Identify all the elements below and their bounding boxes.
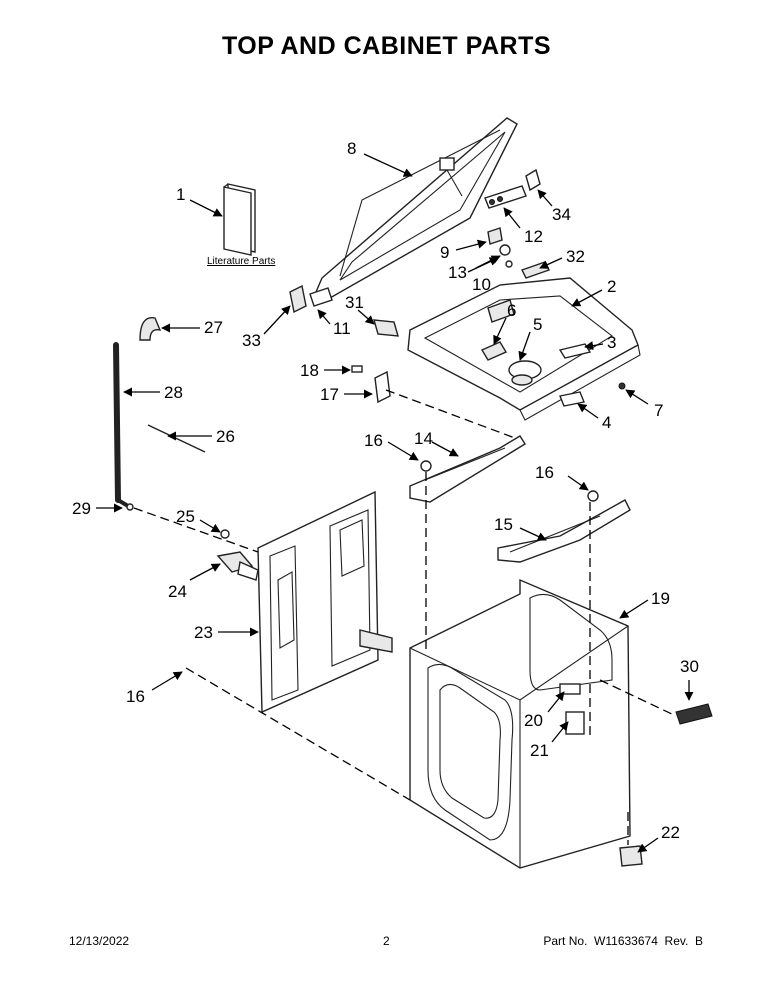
callout-34: 34 — [552, 205, 571, 224]
bracket-parts — [351, 365, 391, 404]
callout-13: 13 — [448, 263, 467, 282]
callout-24: 24 — [168, 582, 187, 601]
literature-part — [223, 183, 256, 256]
callout-16-c: 16 — [126, 687, 145, 706]
callout-32: 32 — [566, 247, 585, 266]
callout-3: 3 — [607, 333, 616, 352]
alignment-lines — [133, 389, 677, 845]
rear-panel-part — [257, 490, 393, 714]
hose-parts — [113, 316, 162, 511]
callout-30: 30 — [680, 657, 699, 676]
callout-10: 10 — [472, 275, 491, 294]
callout-31: 31 — [345, 293, 364, 312]
callout-6: 6 — [507, 301, 516, 320]
callout-26: 26 — [216, 427, 235, 446]
callout-numbers: 1 2 3 4 5 6 7 8 9 10 11 12 13 14 15 16 1… — [72, 139, 699, 842]
callout-14: 14 — [414, 429, 433, 448]
cabinet-part — [409, 578, 631, 869]
callout-9: 9 — [440, 243, 449, 262]
callout-33: 33 — [242, 331, 261, 350]
callout-28: 28 — [164, 383, 183, 402]
top-assembly-part — [407, 277, 641, 421]
switch-parts — [373, 168, 550, 337]
callout-11: 11 — [333, 319, 351, 338]
callout-20: 20 — [524, 711, 543, 730]
valve-parts — [216, 529, 259, 581]
hinge-parts — [289, 284, 333, 314]
callout-23: 23 — [194, 623, 213, 642]
page-title: TOP AND CABINET PARTS — [221, 32, 552, 60]
callout-16-a: 16 — [364, 431, 383, 450]
callout-15: 15 — [494, 515, 513, 534]
callout-22: 22 — [661, 823, 680, 842]
callout-19: 19 — [651, 589, 670, 608]
callout-7: 7 — [654, 401, 663, 420]
footer-page-number: 2 — [383, 934, 390, 948]
callout-5: 5 — [533, 315, 542, 334]
brace-parts — [409, 435, 631, 563]
literature-label: Literature Parts — [207, 256, 275, 267]
leader-arrows — [96, 153, 694, 853]
callout-4: 4 — [602, 413, 611, 432]
footer-part-number: Part No. W11633674 Rev. B — [543, 934, 703, 948]
wire-part — [147, 424, 206, 453]
callout-18: 18 — [300, 361, 319, 380]
callout-29: 29 — [72, 499, 91, 518]
cabinet-small-parts — [559, 683, 713, 867]
callout-8: 8 — [347, 139, 356, 158]
callout-27: 27 — [204, 318, 223, 337]
callout-1: 1 — [176, 185, 185, 204]
callout-17: 17 — [320, 385, 339, 404]
callout-2: 2 — [607, 277, 616, 296]
footer-date: 12/13/2022 — [69, 934, 130, 948]
callout-16-b: 16 — [535, 463, 554, 482]
callout-12: 12 — [524, 227, 543, 246]
callout-25: 25 — [176, 507, 195, 526]
callout-21: 21 — [530, 741, 549, 760]
